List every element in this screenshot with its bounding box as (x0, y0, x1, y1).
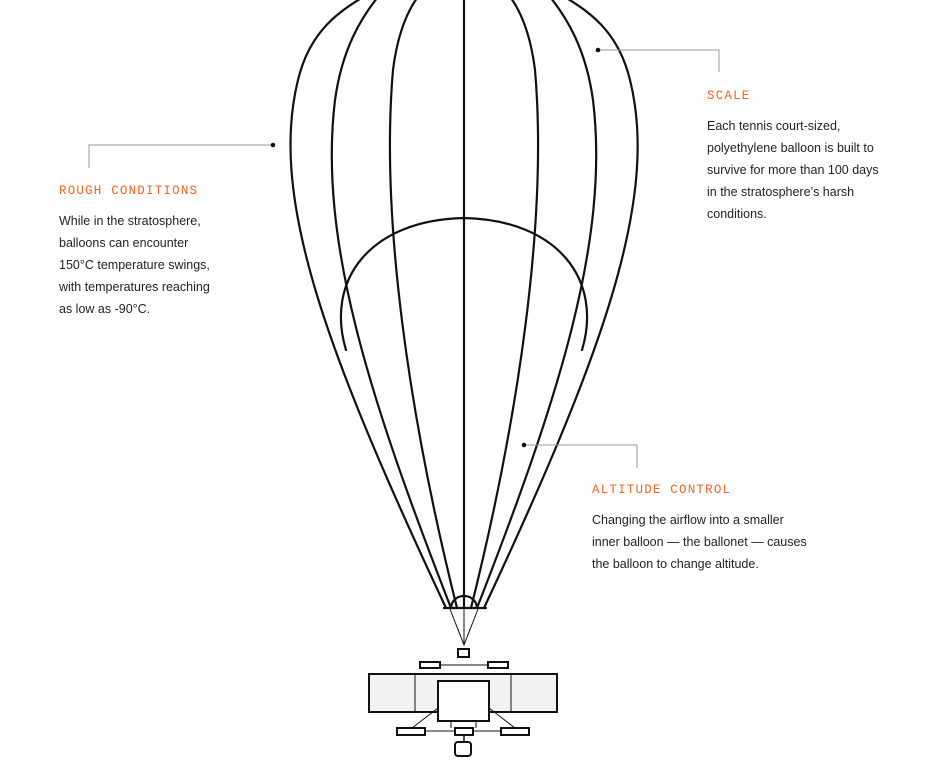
envelope-gore-inner-right (469, 0, 540, 610)
solar-panel-dividers (414, 674, 512, 712)
callout-title-altitude-control: ALTITUDE CONTROL (592, 483, 732, 497)
payload-foot-right (500, 727, 530, 736)
envelope-collar (449, 594, 479, 610)
payload-connector-right (487, 661, 509, 669)
callout-title-scale: SCALE (707, 89, 751, 103)
payload (368, 608, 558, 757)
payload-struts (411, 707, 516, 729)
callout-body-scale: Each tennis court-sized, polyethylene ba… (707, 115, 879, 225)
callout-body-rough-conditions: While in the stratosphere, balloons can … (59, 210, 210, 320)
callout-line: 150°C temperature swings, (59, 258, 210, 272)
payload-foot-left (396, 727, 426, 736)
leader-scale (598, 49, 720, 72)
callout-line: inner balloon — the ballonet — causes (592, 535, 807, 549)
callout-line: the balloon to change altitude. (592, 557, 759, 571)
leader-rough-conditions (88, 144, 273, 168)
envelope-gore-right (475, 0, 598, 610)
envelope-gore-outer-left (289, 0, 448, 610)
suspension-lines (449, 608, 479, 647)
payload-bottom-box (454, 741, 472, 757)
callout-line: as low as -90°C. (59, 302, 151, 316)
payload-top-box (457, 648, 470, 658)
callout-altitude-control: ALTITUDE CONTROL Changing the airflow in… (592, 483, 807, 575)
callout-line: While in the stratosphere, (59, 214, 201, 228)
ballonet-outline (339, 216, 589, 352)
leader-dot-scale (595, 47, 601, 53)
callout-scale: SCALE Each tennis court-sized, polyethyl… (707, 89, 879, 225)
callout-rough-conditions: ROUGH CONDITIONS While in the stratosphe… (59, 184, 210, 320)
leader-altitude-control (524, 444, 638, 468)
envelope-gore-inner-left (388, 0, 459, 610)
envelope-gore-outer-right (482, 0, 639, 610)
callout-line: polyethylene balloon is built to (707, 141, 874, 155)
payload-foot-center (454, 727, 474, 736)
leader-dots (270, 47, 601, 448)
callout-line: Changing the airflow into a smaller (592, 513, 784, 527)
callout-line: with temperatures reaching (59, 280, 210, 294)
callout-line: in the stratosphere’s harsh (707, 185, 855, 199)
envelope-gore-left (330, 0, 453, 610)
callout-body-altitude-control: Changing the airflow into a smaller inne… (592, 509, 807, 575)
callout-line: balloons can encounter (59, 236, 189, 250)
payload-main-box (437, 680, 490, 722)
payload-connector-left (419, 661, 441, 669)
leader-dot-altitude-control (521, 442, 527, 448)
leader-dot-rough-conditions (270, 142, 276, 148)
callout-title-rough-conditions: ROUGH CONDITIONS (59, 184, 199, 198)
balloon-envelope (289, 0, 639, 610)
leader-lines (88, 49, 720, 468)
callout-line: survive for more than 100 days (707, 163, 879, 177)
callout-line: Each tennis court-sized, (707, 119, 841, 133)
callout-line: conditions. (707, 207, 767, 221)
